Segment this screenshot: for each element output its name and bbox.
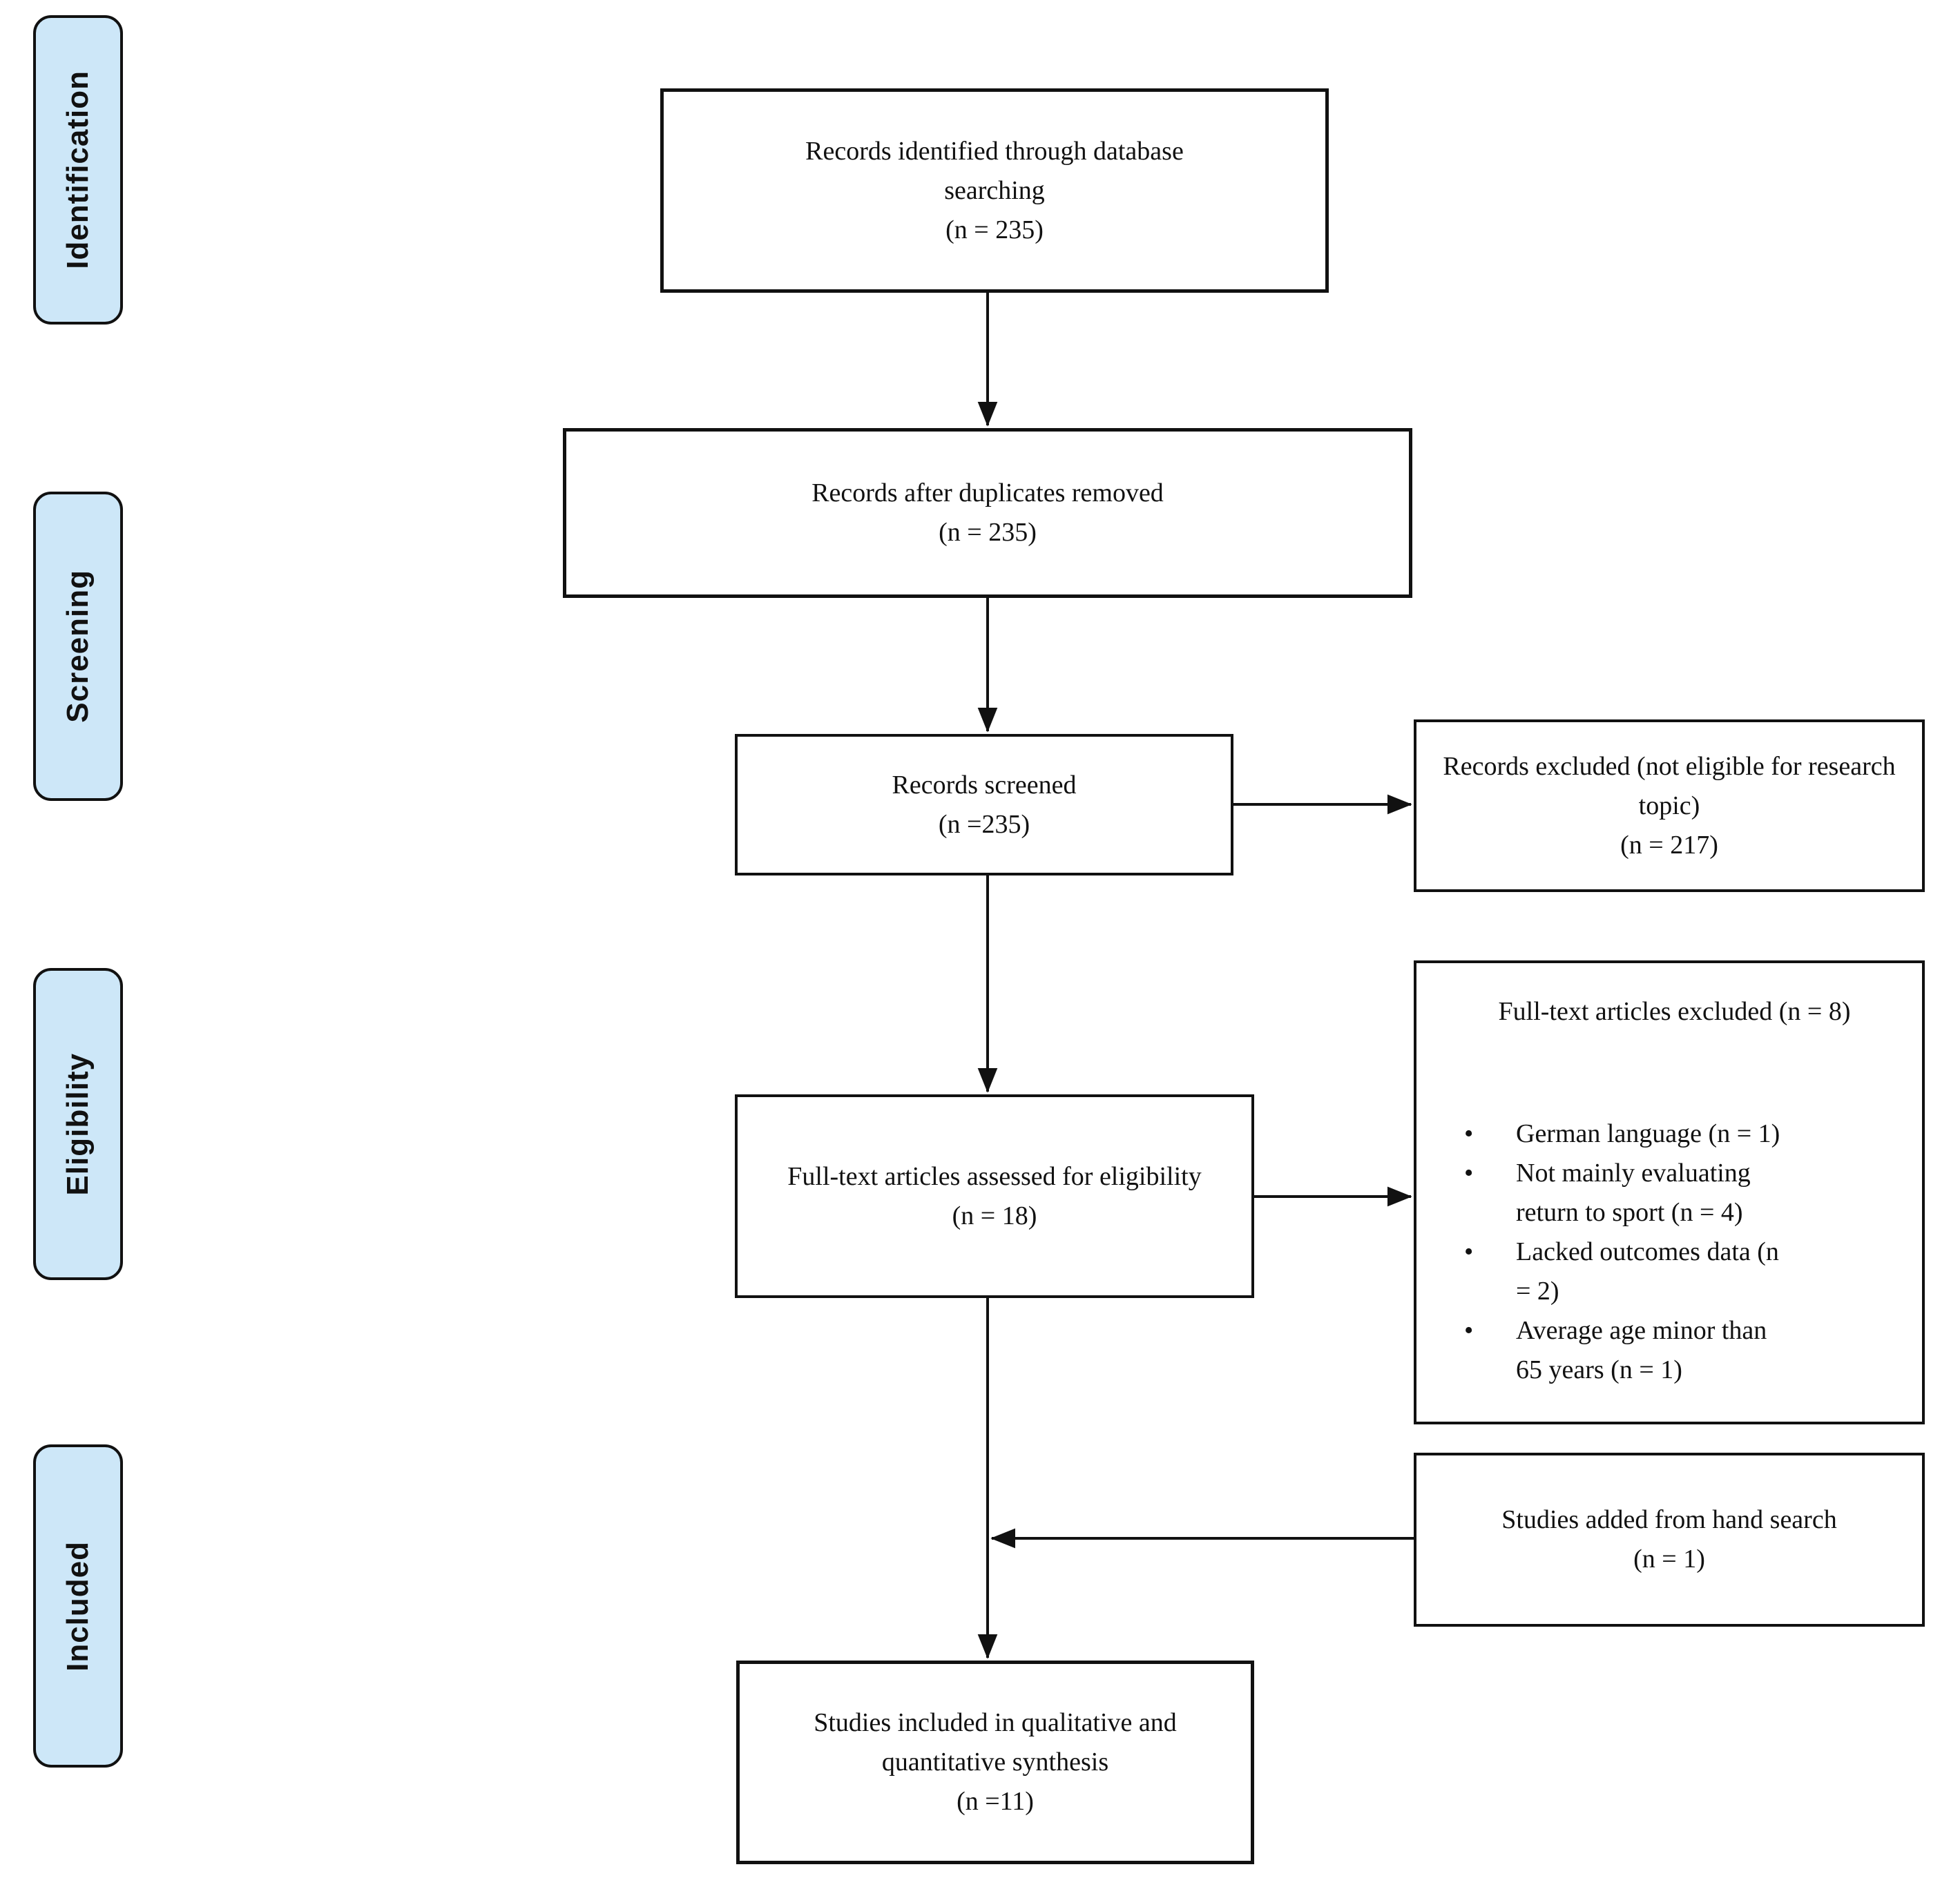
box-records-screened-count: (n =235) [938, 809, 1030, 839]
box-hand-search-text: Studies added from hand search [1501, 1505, 1837, 1534]
box-hand-search-count: (n = 1) [1633, 1545, 1705, 1574]
box-duplicates-removed: Records after duplicates removed (n = 23… [563, 428, 1412, 598]
box-duplicates-removed-count: (n = 235) [939, 518, 1037, 547]
stage-identification: Identification [33, 15, 123, 325]
exclusion-reason-item: • Average age minor than 65 years (n = 1… [1454, 1311, 1894, 1390]
stage-identification-label: Identification [61, 70, 95, 269]
bullet-icon: • [1464, 1159, 1474, 1188]
box-records-screened-text: Records screened [892, 770, 1077, 800]
box-hand-search: Studies added from hand search (n = 1) [1414, 1453, 1925, 1627]
stage-included: Included [33, 1444, 123, 1768]
box-duplicates-removed-text: Records after duplicates removed [811, 478, 1164, 507]
box-records-screened: Records screened (n =235) [735, 734, 1233, 875]
box-records-identified: Records identified through database sear… [660, 88, 1329, 293]
box-fulltext-excluded: Full-text articles excluded (n = 8) • Ge… [1414, 960, 1925, 1424]
exclusion-reason-text: Not mainly evaluating return to sport (n… [1516, 1159, 1751, 1227]
exclusion-reason-item: • German language (n = 1) [1454, 1114, 1894, 1154]
box-fulltext-assessed: Full-text articles assessed for eligibil… [735, 1094, 1254, 1298]
box-records-identified-count: (n = 235) [945, 215, 1044, 244]
box-records-excluded-count: (n = 217) [1620, 830, 1718, 860]
exclusion-reason-text: Average age minor than 65 years (n = 1) [1516, 1316, 1767, 1384]
box-records-identified-text: Records identified through database sear… [805, 136, 1184, 205]
exclusion-reason-text: German language (n = 1) [1516, 1119, 1780, 1148]
bullet-icon: • [1464, 1316, 1474, 1345]
stage-screening: Screening [33, 492, 123, 801]
stage-screening-label: Screening [61, 570, 95, 723]
bullet-icon: • [1464, 1237, 1474, 1266]
stage-included-label: Included [61, 1540, 95, 1672]
stage-eligibility: Eligibility [33, 968, 123, 1280]
box-studies-included-text: Studies included in qualitative and quan… [814, 1708, 1177, 1777]
stage-eligibility-label: Eligibility [61, 1052, 95, 1196]
exclusion-reason-text: Lacked outcomes data (n = 2) [1516, 1237, 1779, 1306]
exclusion-reason-item: • Lacked outcomes data (n = 2) [1454, 1232, 1894, 1311]
box-records-excluded-text: Records excluded (not eligible for resea… [1443, 751, 1896, 820]
box-fulltext-assessed-count: (n = 18) [952, 1201, 1037, 1230]
box-fulltext-excluded-heading: Full-text articles excluded (n = 8) [1498, 997, 1851, 1026]
box-records-excluded: Records excluded (not eligible for resea… [1414, 719, 1925, 892]
exclusion-reason-item: • Not mainly evaluating return to sport … [1454, 1154, 1894, 1232]
box-fulltext-assessed-text: Full-text articles assessed for eligibil… [787, 1161, 1202, 1191]
box-studies-included-count: (n =11) [957, 1787, 1034, 1816]
bullet-icon: • [1464, 1119, 1474, 1148]
box-studies-included: Studies included in qualitative and quan… [736, 1661, 1254, 1864]
